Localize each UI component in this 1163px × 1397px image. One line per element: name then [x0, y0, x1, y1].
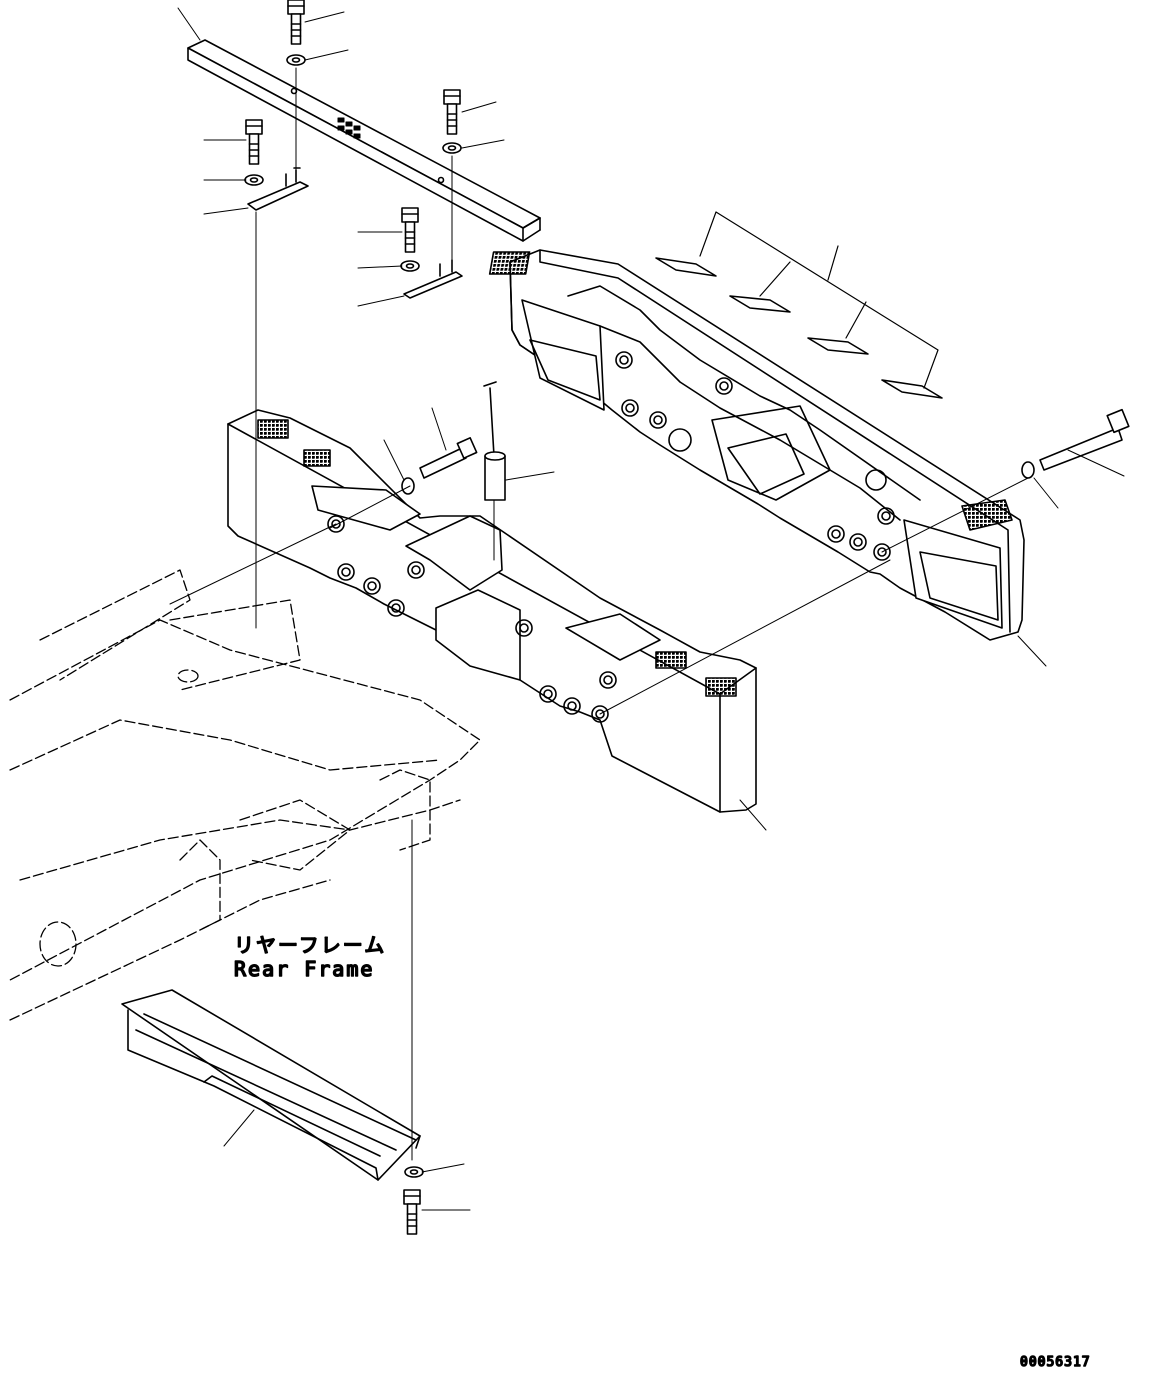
bolt-icon	[245, 119, 263, 165]
bolt-holes	[327, 515, 617, 723]
rear-counterweight	[488, 249, 1025, 641]
leader-lines	[169, 7, 1125, 1211]
washer-icon	[244, 174, 264, 186]
shim-plates	[655, 211, 943, 399]
bolt-icon	[287, 0, 305, 45]
washer-icon	[400, 260, 420, 272]
washer-icon	[442, 142, 462, 154]
middle-bolt	[401, 437, 478, 495]
bottom-undercover	[121, 989, 421, 1181]
washer-icon	[404, 1166, 424, 1178]
plate-marking	[337, 117, 361, 139]
long-bolt	[1021, 408, 1130, 479]
front-counterweight	[227, 409, 757, 813]
washer-icon	[286, 54, 306, 66]
bolt-icon	[403, 1189, 421, 1235]
rear-frame	[9, 569, 481, 1021]
rear-frame-label-en: Rear Frame	[234, 957, 374, 981]
document-number: 00056317	[1020, 1355, 1091, 1370]
lifting-pin	[483, 381, 506, 501]
rear-frame-label-jp: リヤーフレーム	[234, 933, 386, 957]
bolt-icon	[401, 207, 419, 253]
left-bracket	[247, 167, 309, 211]
bolt-icon	[443, 89, 461, 135]
